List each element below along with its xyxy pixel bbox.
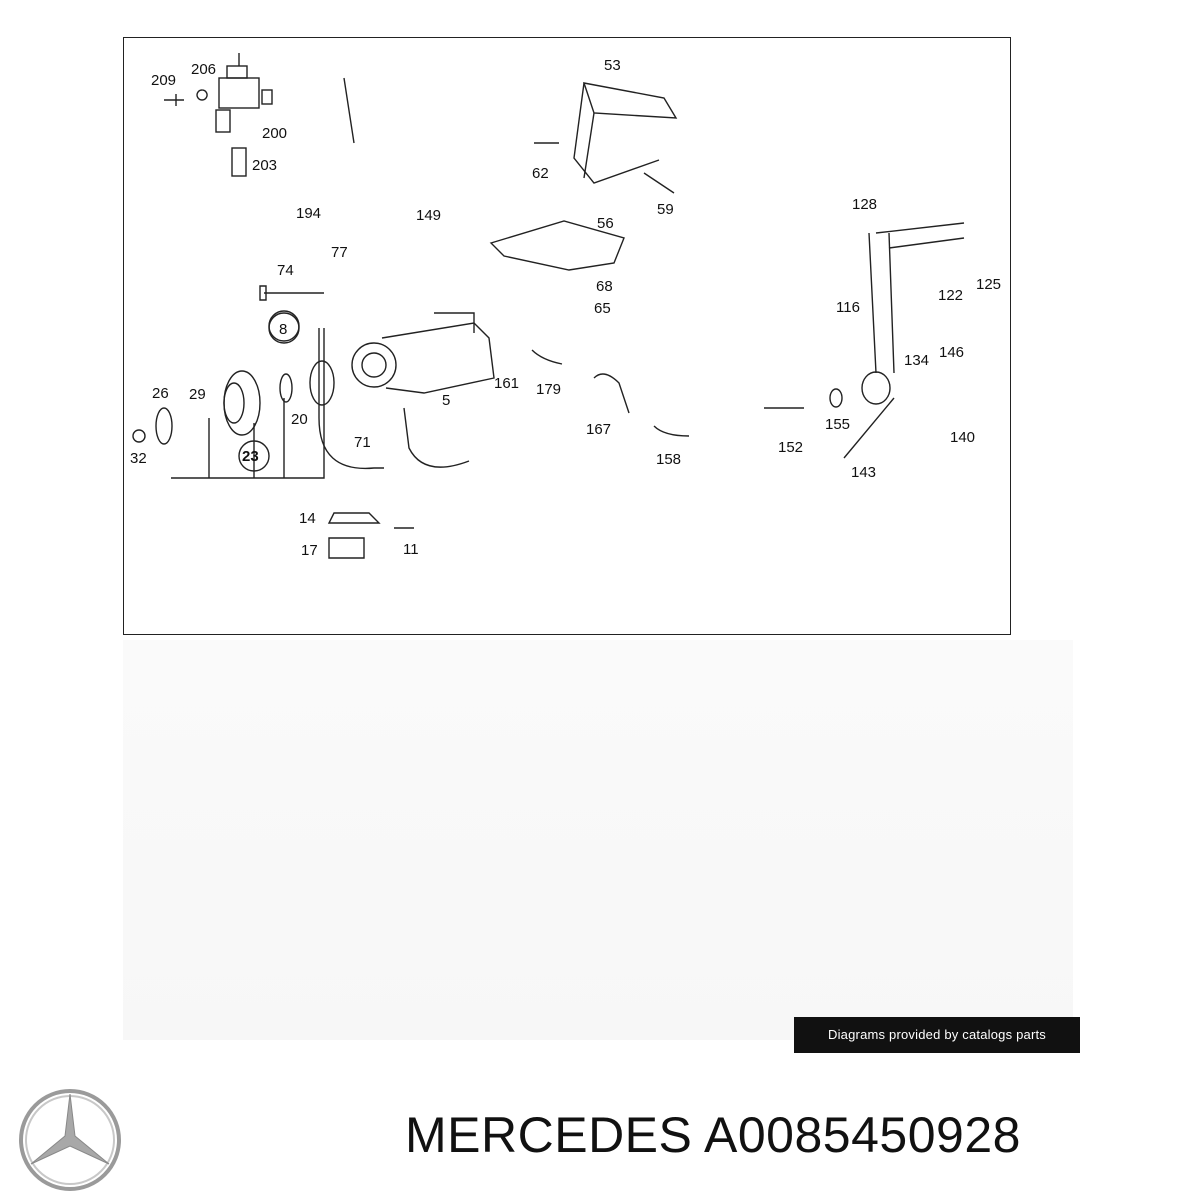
part-label: 65 [594, 300, 611, 317]
callout-circle-8 [268, 312, 300, 344]
part-number: A0085450928 [704, 1107, 1021, 1163]
part-label: 77 [331, 244, 348, 261]
part-label: 68 [596, 278, 613, 295]
part-label: 143 [851, 464, 876, 481]
part-label: 71 [354, 434, 371, 451]
bracket-drawing [534, 82, 678, 194]
bolt-drawing [259, 285, 324, 301]
plate-drawing [489, 220, 625, 271]
part-label: 128 [852, 196, 877, 213]
brand-name: MERCEDES [405, 1107, 693, 1163]
hose-drawing [531, 222, 965, 437]
mercedes-star-logo-icon [18, 1088, 122, 1197]
part-label: 23 [242, 448, 259, 465]
part-label: 56 [597, 215, 614, 232]
part-label: 59 [657, 201, 674, 218]
part-label: 161 [494, 375, 519, 392]
leader-lines [171, 77, 895, 479]
footer-title: MERCEDES A0085450928 [405, 1106, 1021, 1164]
part-label: 5 [442, 392, 450, 409]
background-shade [123, 640, 1073, 1040]
part-label: 209 [151, 72, 176, 89]
solenoid-valve-drawing [164, 53, 273, 177]
part-label: 134 [904, 352, 929, 369]
part-label: 17 [301, 542, 318, 559]
part-label: 194 [296, 205, 321, 222]
part-label: 200 [262, 125, 287, 142]
part-label: 167 [586, 421, 611, 438]
wiring-drawing [318, 328, 470, 559]
air-pump-drawing [351, 312, 495, 394]
part-label: 62 [532, 165, 549, 182]
part-label: 149 [416, 207, 441, 224]
part-label: 11 [403, 541, 419, 558]
part-label: 206 [191, 61, 216, 78]
part-label: 203 [252, 157, 277, 174]
diagram-drawing: 209 206 200 203 53 62 59 194 149 56 68 6… [130, 53, 1001, 559]
part-label: 125 [976, 276, 1001, 293]
part-label: 179 [536, 381, 561, 398]
part-label: 14 [299, 510, 316, 527]
part-label: 140 [950, 429, 975, 446]
part-label: 32 [130, 450, 147, 467]
part-label: 26 [152, 385, 169, 402]
part-label: 53 [604, 57, 621, 74]
parts-diagram: 209 206 200 203 53 62 59 194 149 56 68 6… [123, 37, 1011, 635]
part-label: 158 [656, 451, 681, 468]
part-label: 116 [836, 299, 860, 316]
part-label: 155 [825, 416, 850, 433]
part-label: 29 [189, 386, 206, 403]
diagram-credit-badge: Diagrams provided by catalogs parts [794, 1017, 1080, 1053]
callout-circle-23 [238, 440, 270, 472]
part-label: 74 [277, 262, 294, 279]
part-label: 8 [279, 321, 287, 338]
part-label: 20 [291, 411, 308, 428]
part-labels: 209 206 200 203 53 62 59 194 149 56 68 6… [130, 57, 1001, 559]
part-label: 152 [778, 439, 803, 456]
part-label: 122 [938, 287, 963, 304]
part-label: 146 [939, 344, 964, 361]
